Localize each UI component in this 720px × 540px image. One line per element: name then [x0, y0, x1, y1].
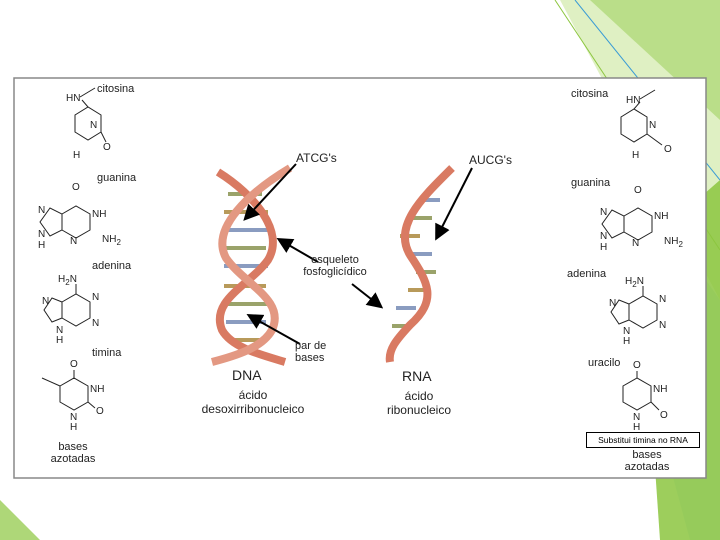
label-dna-name-line-1: ácido: [238, 388, 268, 402]
label-base-pair-line-1: par de: [295, 340, 327, 352]
chem-text: N: [38, 229, 45, 240]
chem-text: N: [649, 120, 656, 131]
label-dna-name: ácido desoxirribonucleico: [190, 388, 316, 416]
chem-text: N: [632, 238, 639, 249]
label-bases-right: bases azotadas: [618, 449, 676, 473]
chem-text: NH: [92, 209, 106, 220]
rna-strand: [385, 165, 455, 363]
label-bases-right-line-1: bases: [632, 449, 662, 461]
chem-text: N: [56, 325, 63, 336]
chem-text: N: [90, 120, 97, 131]
chem-text: O: [660, 410, 668, 421]
chem-text: N: [42, 296, 49, 307]
uracil-structure: O NH N H O: [622, 360, 668, 433]
chem-text: H: [38, 240, 45, 251]
label-backbone: esqueleto fosfoglicídico: [296, 254, 374, 278]
label-aucg: AUCG's: [469, 153, 512, 167]
content-frame: [13, 77, 707, 479]
label-guanine-left: guanina: [97, 172, 137, 184]
chem-text: N: [600, 207, 607, 218]
chem-text: N: [38, 205, 45, 216]
adenine-left-structure: H2N N N N N H: [42, 274, 99, 346]
arrow-aucg: [435, 167, 473, 241]
chem-text: NH: [654, 211, 668, 222]
adenine-right-structure: H2N N N N N H: [609, 276, 666, 347]
chem-text: H: [56, 335, 63, 346]
chem-text: N: [659, 294, 666, 305]
chem-text: H2N: [58, 274, 77, 287]
accent-triangle-bottom-left: [0, 500, 40, 540]
arrow-backbone-dna: [276, 237, 319, 263]
chem-text: NH: [653, 384, 667, 395]
arrow-atcg: [243, 163, 297, 221]
label-thymine: timina: [92, 347, 122, 359]
label-uracil: uracilo: [588, 357, 621, 369]
guanine-left-structure: O N N H NH N NH2: [38, 182, 121, 251]
chem-text: O: [70, 359, 78, 370]
arrow-backbone-rna: [351, 283, 384, 309]
label-bases-left-line-1: bases: [58, 441, 88, 453]
label-cytosine-left: citosina: [97, 83, 135, 95]
label-base-pair-line-2: bases: [295, 352, 325, 364]
label-bases-right-line-2: azotadas: [624, 461, 670, 473]
chem-text: N: [92, 292, 99, 303]
chem-text: NH: [90, 384, 104, 395]
rna-helix: [385, 165, 455, 363]
thymine-structure: O NH N H O: [41, 359, 104, 433]
label-bases-left: bases azotadas: [44, 441, 102, 465]
chem-text: N: [609, 298, 616, 309]
chem-text: H: [73, 150, 80, 161]
label-rna-name: ácido ribonucleico: [376, 389, 462, 417]
chem-text: NH2: [102, 234, 121, 247]
label-adenine-left: adenina: [92, 260, 132, 272]
chem-text: H2N: [625, 276, 644, 289]
arrow-base-pair: [246, 314, 301, 345]
chem-text: HN: [66, 93, 80, 104]
cytosine-left-structure: HN N O H: [66, 87, 111, 161]
chem-text: O: [72, 182, 80, 193]
label-adenine-right: adenina: [567, 268, 607, 280]
label-bases-left-line-2: azotadas: [50, 453, 96, 465]
chem-text: H: [633, 422, 640, 433]
chem-text: O: [633, 360, 641, 371]
label-guanine-right: guanina: [571, 177, 611, 189]
chem-text: H: [70, 422, 77, 433]
chem-text: O: [103, 142, 111, 153]
guanine-right-structure: O N N H NH N NH2: [600, 185, 683, 253]
dna-helix: [210, 164, 293, 366]
chem-text: N: [623, 326, 630, 337]
chem-text: NH2: [664, 236, 683, 249]
chem-text: H: [600, 242, 607, 253]
label-rna-name-line-1: ácido: [404, 389, 434, 403]
chem-text: N: [70, 412, 77, 423]
dna-strand-2: [210, 164, 293, 366]
chem-text: N: [633, 412, 640, 423]
label-base-pair: par de bases: [295, 340, 326, 364]
chem-text: O: [634, 185, 642, 196]
chem-text: H: [632, 150, 639, 161]
uracil-note-box: Substitui timina no RNA: [586, 432, 700, 448]
chem-text: N: [600, 231, 607, 242]
chem-text: N: [659, 320, 666, 331]
label-atcg: ATCG's: [296, 151, 337, 165]
cytosine-right-structure: HN N O H: [620, 89, 672, 161]
label-cytosine-right: citosina: [571, 88, 609, 100]
label-dna-name-line-2: desoxirribonucleico: [201, 402, 305, 416]
chem-text: O: [664, 144, 672, 155]
chem-text: N: [70, 236, 77, 247]
label-rna-name-line-2: ribonucleico: [386, 403, 452, 417]
label-dna: DNA: [232, 367, 262, 383]
chem-text: HN: [626, 95, 640, 106]
label-rna: RNA: [402, 368, 432, 384]
chem-text: H: [623, 336, 630, 347]
chem-text: O: [96, 406, 104, 417]
label-backbone-line-2: fosfoglicídico: [303, 266, 367, 278]
label-backbone-line-1: esqueleto: [311, 254, 359, 266]
chem-text: N: [92, 318, 99, 329]
